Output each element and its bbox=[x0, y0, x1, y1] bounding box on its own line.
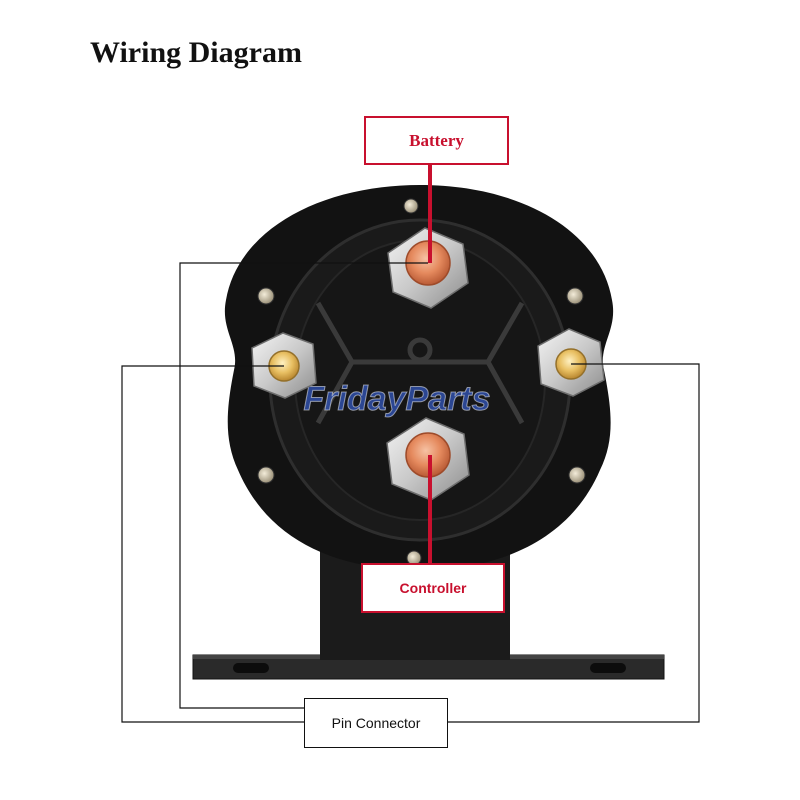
terminal-battery bbox=[387, 227, 469, 309]
screw-icon bbox=[257, 466, 275, 484]
diagram-title: Wiring Diagram bbox=[90, 36, 302, 69]
pin-connector-box: Pin Connector bbox=[304, 698, 448, 748]
battery-label: Battery bbox=[409, 130, 464, 150]
controller-label: Controller bbox=[399, 580, 467, 596]
screw-icon bbox=[403, 198, 419, 214]
screw-icon bbox=[566, 287, 584, 305]
battery-label-box: Battery bbox=[364, 116, 509, 165]
housing-ridges bbox=[315, 301, 525, 425]
screw-icon bbox=[257, 287, 275, 305]
pin-wires bbox=[121, 262, 700, 723]
solenoid-housing bbox=[224, 185, 614, 570]
screw-icon bbox=[568, 466, 586, 484]
controller-label-box: Controller bbox=[361, 563, 505, 613]
watermark-logo: FridayParts bbox=[303, 380, 490, 418]
pin-connector-label: Pin Connector bbox=[331, 715, 421, 731]
rim-screws bbox=[257, 198, 586, 566]
